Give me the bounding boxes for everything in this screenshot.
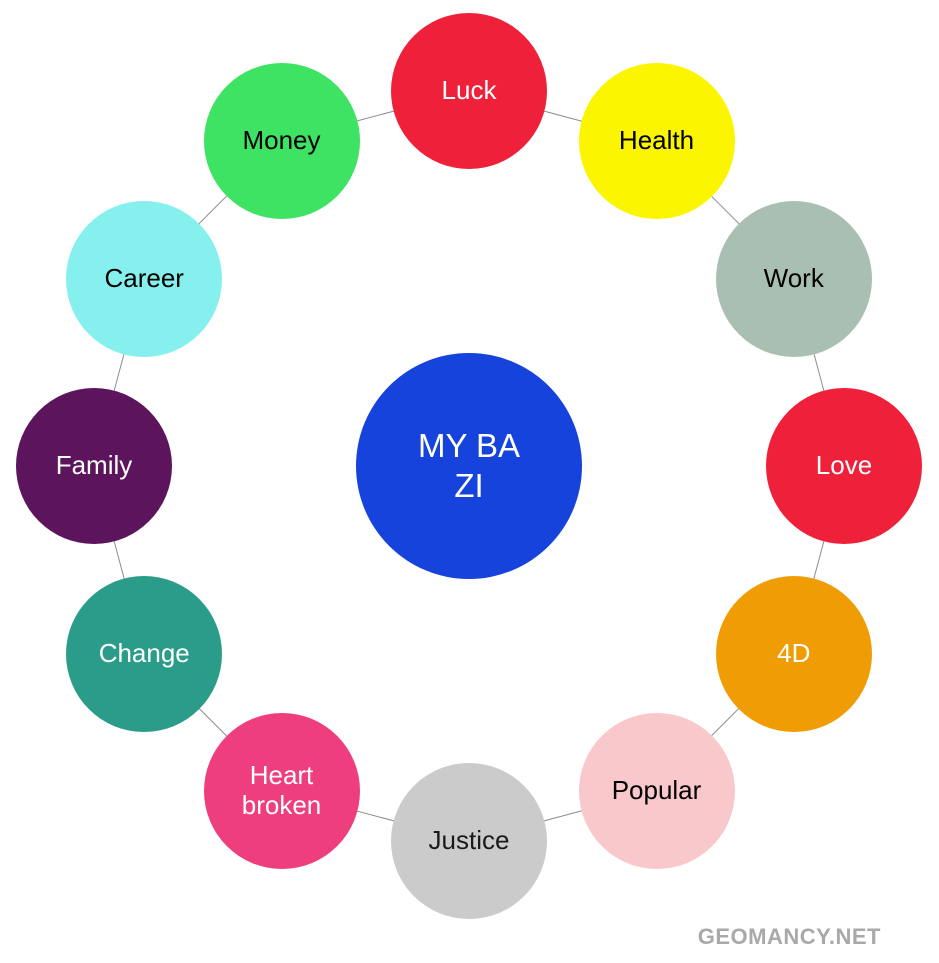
node-label: Luck [441,75,497,106]
node-label: 4D [777,637,811,668]
watermark-text: GEOMANCY.NET [697,924,881,949]
node-money: Money [203,63,360,220]
node-label: Work [763,262,824,293]
node-career: Career [66,200,223,357]
node-label: Popular [611,774,702,805]
node-label: Change [98,637,190,668]
node-label: Justice [428,825,510,856]
node-4d: 4D [715,575,872,732]
node-label: Family [55,450,133,481]
node-label: Love [815,450,873,481]
node-justice: Justice [391,763,547,919]
node-luck: Luck [391,13,547,169]
node-family: Family [16,388,172,544]
node-change: Change [66,575,223,732]
node-label: Career [104,262,184,293]
center-node-label: MY BA ZI [417,427,521,504]
node-love: Love [766,388,922,544]
node-label: Heart broken [241,759,322,820]
node-label: Health [618,125,695,156]
node-popular: Popular [578,712,735,869]
node-work: Work [715,200,872,357]
node-heart-broken: Heart broken [203,712,360,869]
node-health: Health [578,63,735,220]
node-label: Money [242,125,321,156]
center-node: MY BA ZI [356,353,582,579]
